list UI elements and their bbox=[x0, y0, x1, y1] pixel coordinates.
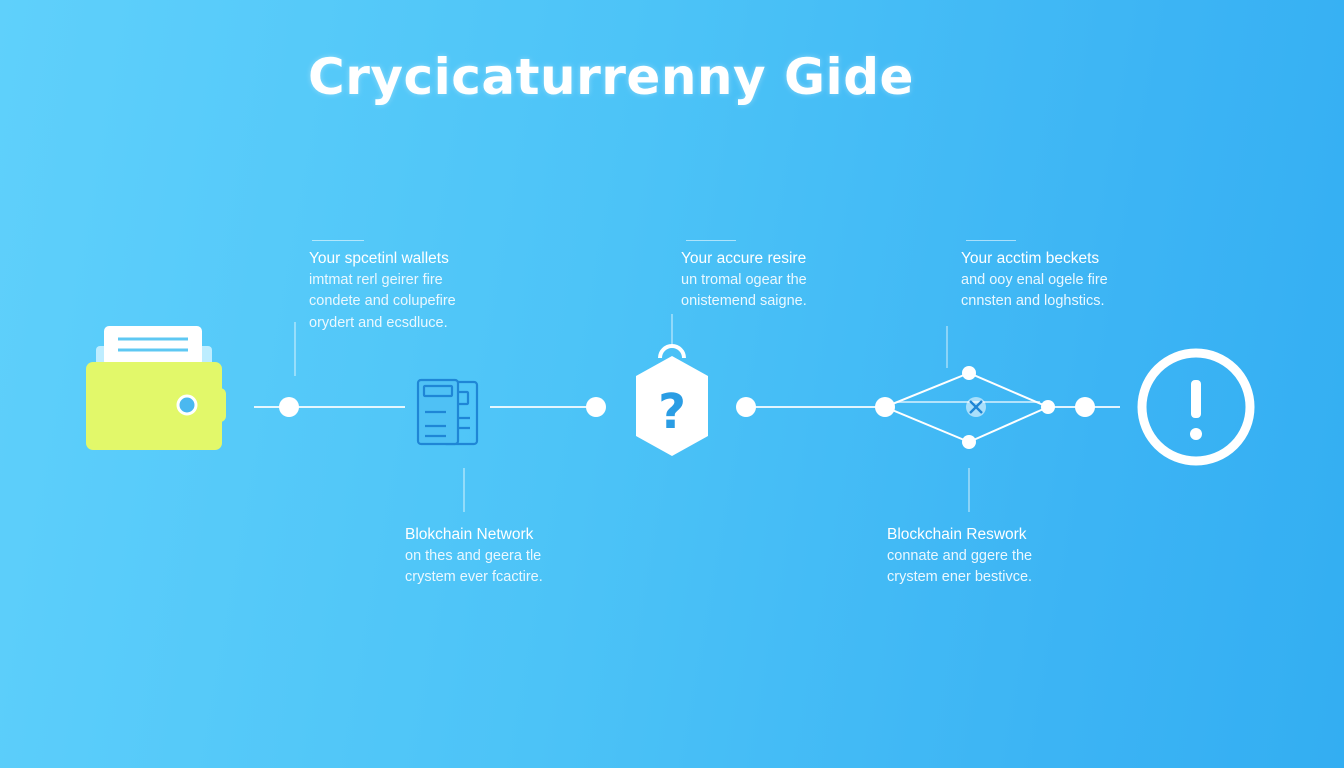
caption-line: orydert and ecsdluce. bbox=[309, 314, 448, 331]
caption-heading: Blockchain Reswork bbox=[887, 526, 1027, 543]
caption-rule-3 bbox=[966, 240, 1016, 241]
caption-blockchain-network: Blokchain Network on thes and geera tle … bbox=[405, 524, 543, 589]
caption-heading: Blokchain Network bbox=[405, 526, 534, 543]
caption-line: and ooy enal ogele fire bbox=[961, 271, 1108, 288]
caption-line: cnnsten and loghstics. bbox=[961, 293, 1105, 309]
caption-heading: Your accure resire bbox=[681, 250, 807, 267]
hexagon-question-icon: ? bbox=[636, 344, 708, 456]
caption-line: crystem ever fcactire. bbox=[405, 569, 543, 585]
warning-circle-icon bbox=[1137, 348, 1255, 466]
svg-text:?: ? bbox=[658, 384, 686, 440]
caption-blockchain-reswork: Blockchain Reswork connate and ggere the… bbox=[887, 524, 1032, 589]
caption-heading: Your acctim beckets bbox=[961, 250, 1100, 267]
document-stack-icon bbox=[416, 378, 479, 446]
caption-rule-2 bbox=[686, 240, 736, 241]
connector-dots bbox=[279, 397, 1095, 417]
connector-dot bbox=[1075, 397, 1095, 417]
caption-line: on thes and geera tle bbox=[405, 547, 542, 564]
caption-line: connate and ggere the bbox=[887, 547, 1033, 564]
page-title: Crycicaturrenny Gide bbox=[308, 48, 914, 106]
caption-line: crystem ener bestivce. bbox=[887, 569, 1033, 585]
caption-line: imtmat rerl geirer fire bbox=[309, 271, 443, 288]
leader-lines bbox=[294, 314, 970, 512]
caption-wallets: Your spcetinl wallets imtmat rerl geirer… bbox=[309, 248, 456, 334]
connector-dot bbox=[279, 397, 299, 417]
connector-dot bbox=[736, 397, 756, 417]
caption-line: onistemend saigne. bbox=[681, 293, 807, 309]
caption-line: un tromal ogear the bbox=[681, 271, 807, 288]
caption-rule-1 bbox=[312, 240, 364, 241]
caption-buckets: Your acctim beckets and ooy enal ogele f… bbox=[961, 248, 1108, 313]
caption-line: condete and colupefire bbox=[309, 293, 456, 309]
network-diamond-icon bbox=[884, 366, 1055, 449]
wallet-icon bbox=[86, 326, 226, 450]
caption-heading: Your spcetinl wallets bbox=[309, 250, 449, 267]
caption-security: Your accure resire un tromal ogear the o… bbox=[681, 248, 807, 313]
connector-dot bbox=[586, 397, 606, 417]
